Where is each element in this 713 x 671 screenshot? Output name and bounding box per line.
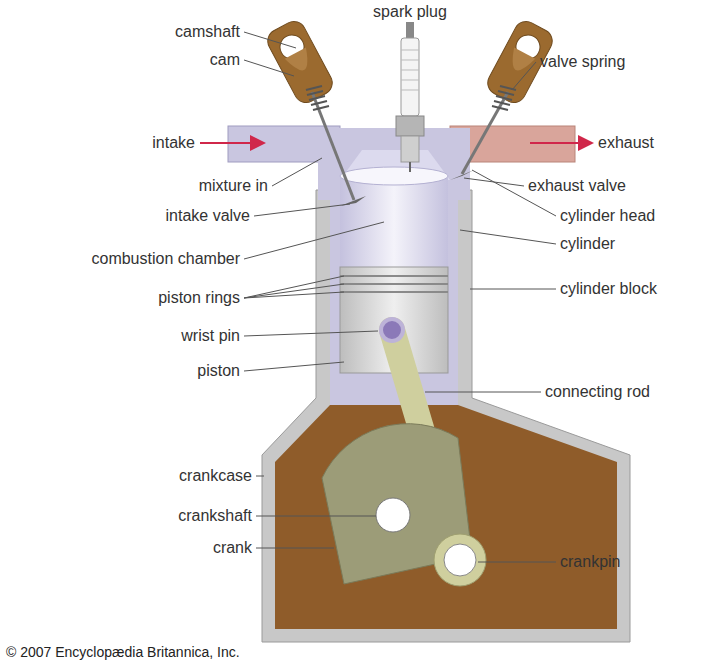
part-label: combustion chamber <box>91 250 240 268</box>
part-label: crank <box>213 539 252 557</box>
crankshaft <box>376 498 410 532</box>
part-label: crankpin <box>560 553 620 571</box>
part-label: cylinder head <box>560 207 655 225</box>
part-label: piston <box>197 362 240 380</box>
combustion-chamber <box>340 175 448 267</box>
part-label: cylinder block <box>560 280 657 298</box>
part-label: crankcase <box>179 467 252 485</box>
chamber-top <box>340 167 448 185</box>
part-label: piston rings <box>158 289 240 307</box>
wrist-pin <box>381 319 403 341</box>
intake-camshaft <box>264 17 337 106</box>
part-label: exhaust valve <box>528 177 626 195</box>
part-label: intake <box>152 134 195 152</box>
part-label: spark plug <box>373 3 447 21</box>
part-label: connecting rod <box>545 383 650 401</box>
part-label: crankshaft <box>178 507 252 525</box>
copyright-note: © 2007 Encyclopædia Britannica, Inc. <box>6 643 240 661</box>
part-label: valve spring <box>540 53 625 71</box>
part-label: cam <box>210 51 240 69</box>
part-label: wrist pin <box>181 327 240 345</box>
piston-rings <box>340 276 448 292</box>
exhaust-valve-stem <box>462 92 508 174</box>
part-label: camshaft <box>175 23 240 41</box>
crankpin-boss <box>434 534 486 586</box>
crankpin <box>444 544 476 576</box>
intake-spring <box>306 86 329 110</box>
intake-arrow <box>200 142 262 144</box>
part-label: mixture in <box>199 177 268 195</box>
leader-lines <box>244 22 556 562</box>
exhaust-arrow <box>530 142 590 144</box>
spark-plug <box>396 22 424 172</box>
part-label: cylinder <box>560 235 615 253</box>
part-label: exhaust <box>598 134 654 152</box>
part-label: intake valve <box>166 207 251 225</box>
